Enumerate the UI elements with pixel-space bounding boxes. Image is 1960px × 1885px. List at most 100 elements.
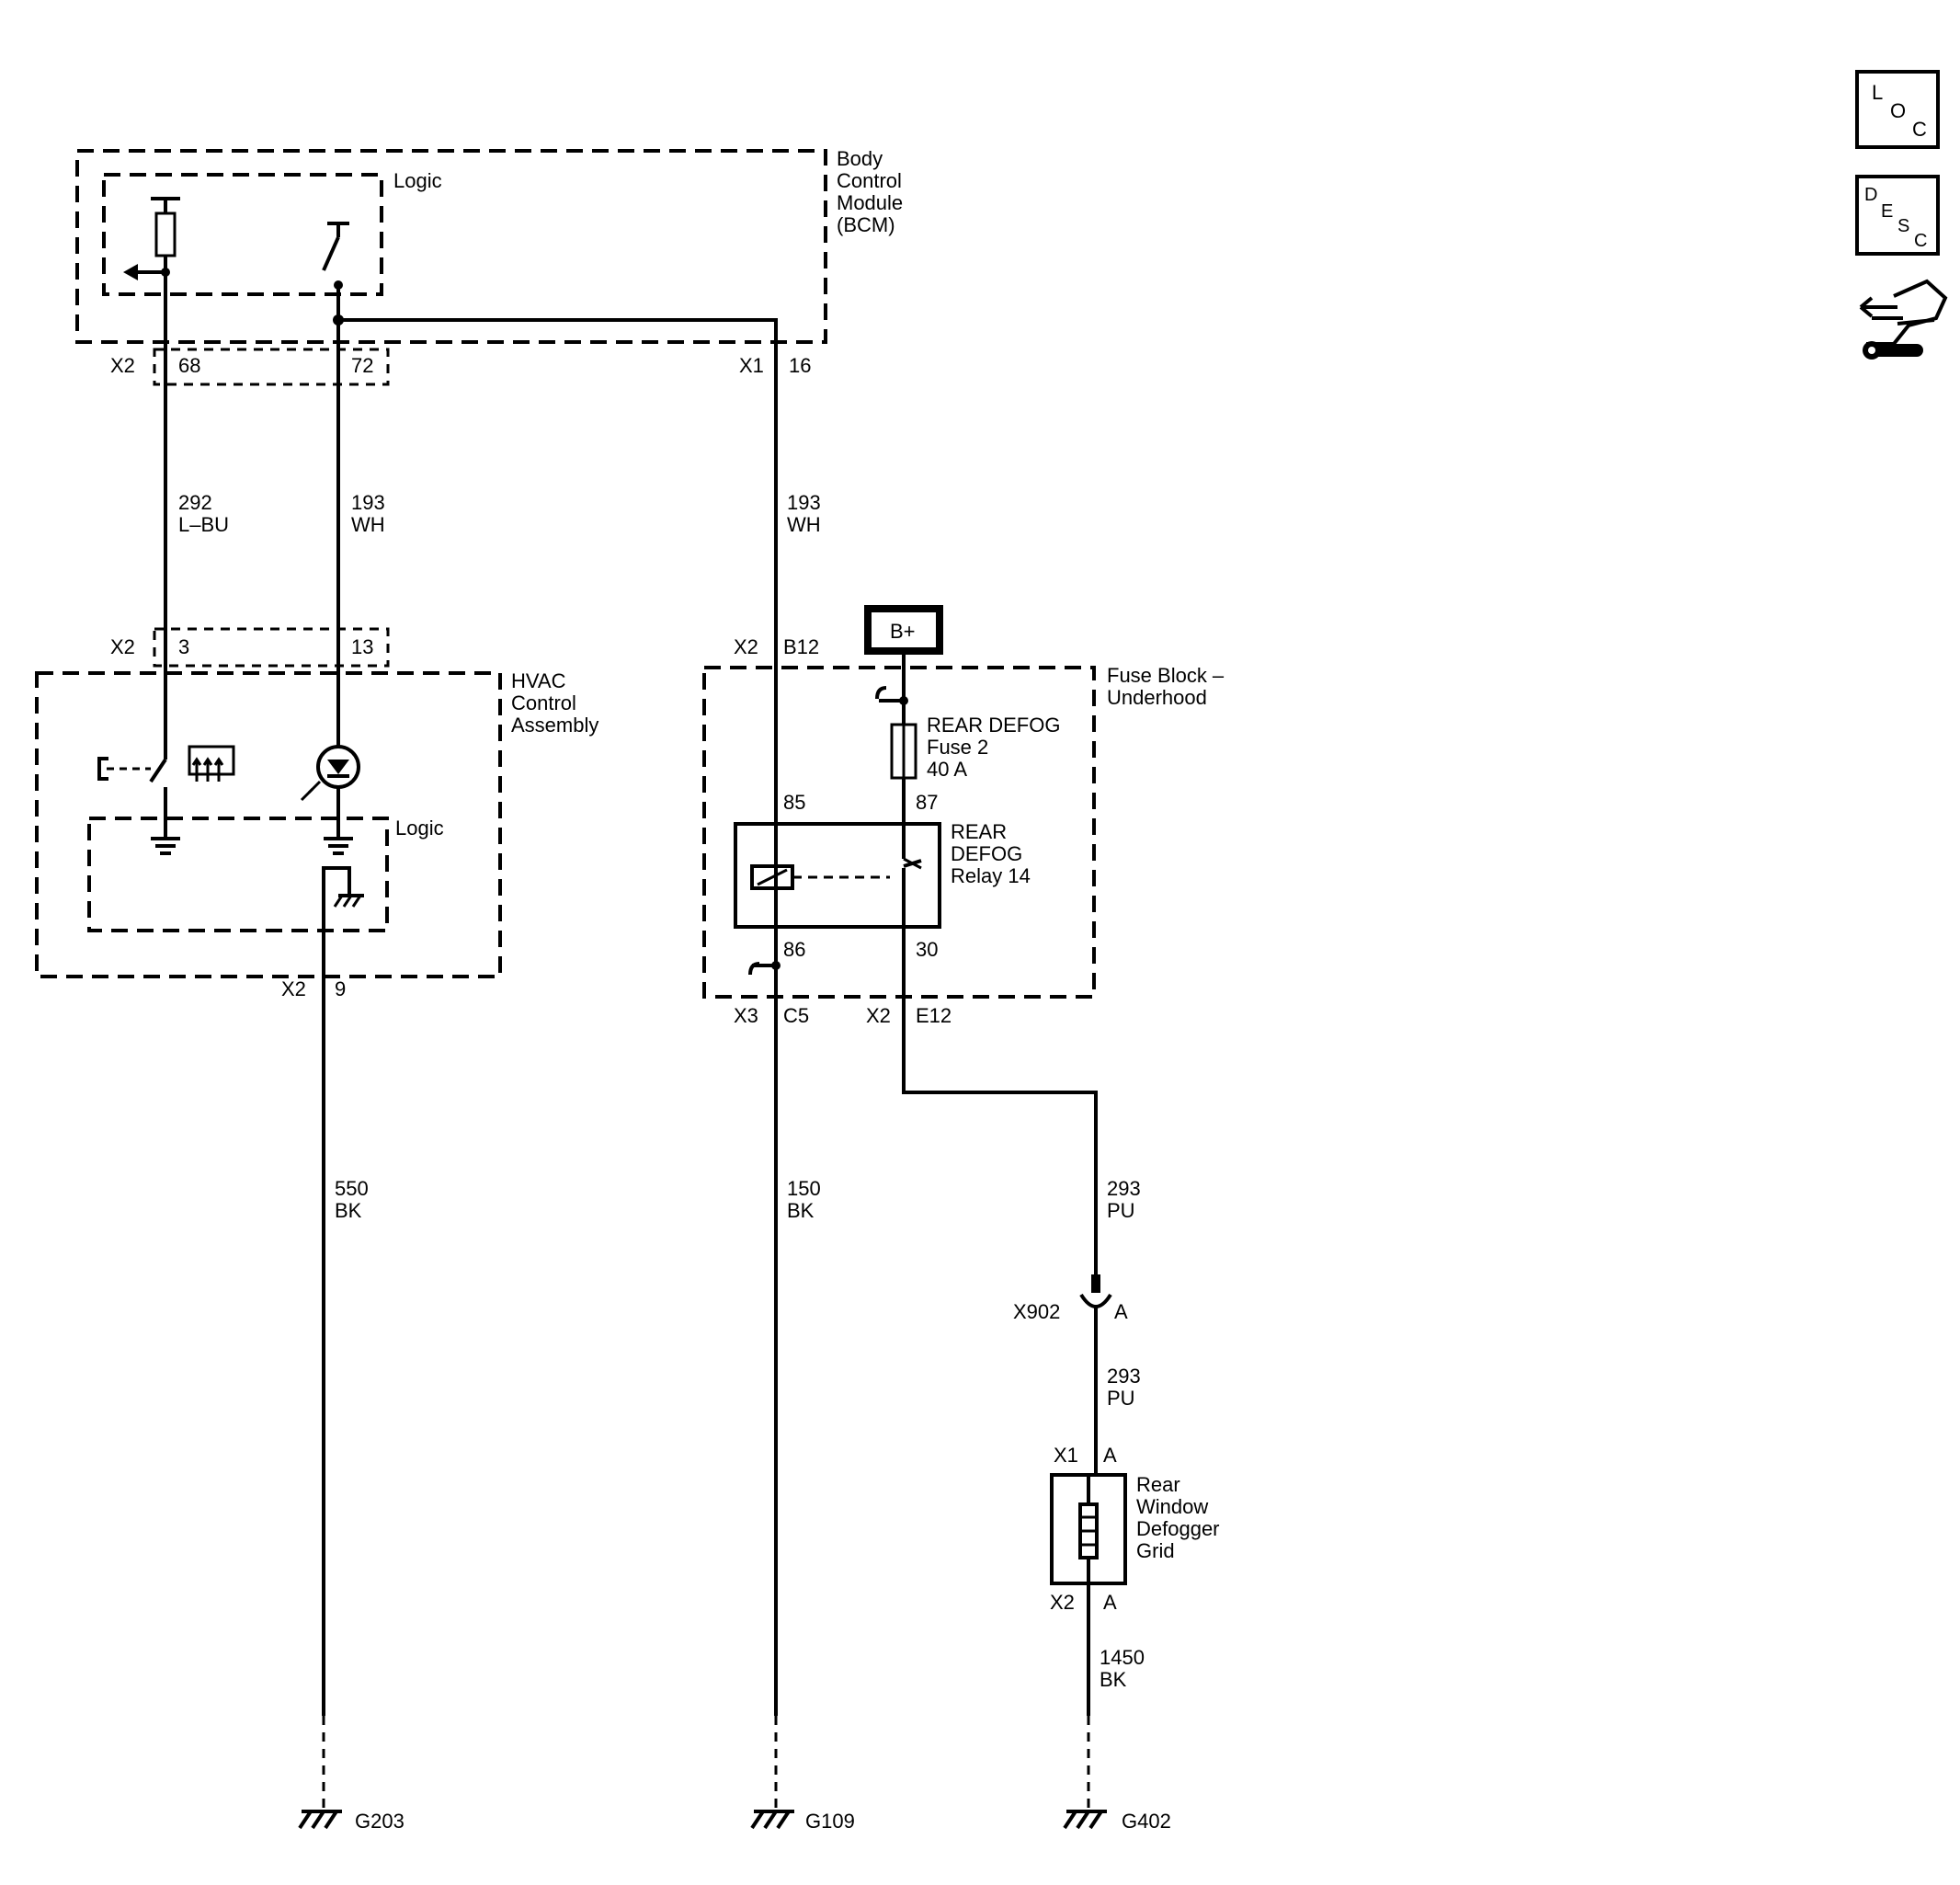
ground-g402[interactable]: G402 — [1063, 1810, 1171, 1833]
relay-pin-86: 86 — [783, 938, 805, 961]
fuse-block-connector-x2-bottom: X2 — [866, 1004, 891, 1027]
fuse-name: REAR DEFOG — [927, 714, 1060, 737]
svg-text:E: E — [1881, 201, 1893, 222]
description-view-icon[interactable]: D E S C — [1855, 175, 1940, 256]
fuse-block-connector-x3: X3 — [734, 1004, 758, 1027]
wire-292-color: L–BU — [178, 513, 229, 536]
svg-text:Assembly: Assembly — [511, 714, 598, 737]
fuse-block-underhood[interactable]: Fuse Block – Underhood B+ X2 B12 REAR DE… — [702, 605, 1225, 1027]
wire-1450-number: 1450 — [1100, 1646, 1145, 1669]
x902-pin-a: A — [1114, 1300, 1128, 1323]
svg-text:L: L — [1872, 81, 1883, 104]
wire-193-hvac[interactable]: 193 WH — [336, 285, 385, 747]
svg-text:C: C — [1912, 118, 1927, 141]
svg-text:B+: B+ — [890, 620, 916, 643]
wire-550[interactable]: 550 BK — [322, 977, 369, 1808]
rear-defrost-symbol-icon — [188, 745, 235, 782]
bcm-pin-72: 72 — [351, 354, 373, 377]
relay-pin-85: 85 — [783, 791, 805, 814]
svg-text:Fuse Block –: Fuse Block – — [1107, 664, 1225, 687]
wire-193-hvac-color: WH — [351, 513, 385, 536]
output-driver-icon — [123, 197, 180, 280]
svg-text:HVAC: HVAC — [511, 669, 566, 692]
input-switch-icon — [322, 222, 349, 290]
relay-number: Relay 14 — [951, 864, 1031, 887]
svg-text:Control: Control — [511, 691, 576, 714]
grid-name-label: Rear Window Defogger Grid — [1136, 1473, 1220, 1562]
fuse-block-name-label: Fuse Block – Underhood — [1107, 664, 1225, 709]
fuse-block-pin-b12: B12 — [783, 635, 819, 658]
svg-text:Body: Body — [837, 147, 883, 170]
svg-text:Grid: Grid — [1136, 1539, 1175, 1562]
x902-connector-name: X902 — [1013, 1300, 1060, 1323]
wire-293-upper-color: PU — [1107, 1199, 1135, 1222]
bcm-pin-68: 68 — [178, 354, 200, 377]
battery-positive-terminal: B+ — [864, 605, 943, 655]
wire-150[interactable]: 150 BK — [774, 864, 821, 1808]
fuse-block-pin-c5: C5 — [783, 1004, 809, 1027]
wire-193-relay[interactable]: 193 WH — [333, 314, 821, 864]
hvac-name-label: HVAC Control Assembly — [511, 669, 598, 737]
svg-text:Underhood: Underhood — [1107, 686, 1207, 709]
svg-text:D: D — [1864, 185, 1877, 205]
fuse-block-connector-x2: X2 — [734, 635, 758, 658]
ground-g402-label: G402 — [1122, 1810, 1171, 1833]
ground-g203-label: G203 — [355, 1810, 405, 1833]
hvac-control-assembly[interactable]: X2 3 13 HVAC Control Assembly Logic — [35, 627, 598, 1000]
grid-pin-x1-a: A — [1103, 1444, 1117, 1467]
hvac-logic-label: Logic — [395, 817, 444, 840]
svg-text:(BCM): (BCM) — [837, 213, 895, 236]
ground-g203[interactable]: G203 — [298, 1810, 405, 1833]
hvac-pin-9: 9 — [335, 977, 346, 1000]
rear-window-defogger-grid[interactable]: X1 A Rear Window Defogger Grid X2 A — [1050, 1444, 1220, 1614]
bcm-pin-16: 16 — [789, 354, 811, 377]
ground-g109-label: G109 — [805, 1810, 855, 1833]
wire-292[interactable]: 292 L–BU — [164, 272, 229, 760]
rear-defog-fuse[interactable]: REAR DEFOG Fuse 2 40 A — [890, 701, 1060, 859]
fuse-block-pin-e12: E12 — [916, 1004, 952, 1027]
svg-text:Defogger: Defogger — [1136, 1517, 1220, 1540]
hvac-connector-x2: X2 — [110, 635, 135, 658]
svg-text:C: C — [1914, 231, 1927, 251]
grid-connector-x1: X1 — [1054, 1444, 1078, 1467]
wire-1450-color: BK — [1100, 1668, 1127, 1691]
hvac-pin-3: 3 — [178, 635, 189, 658]
ground-symbol-icon — [1063, 1810, 1107, 1830]
connector-end-view-icon[interactable] — [1859, 279, 1948, 360]
indicator-led-icon — [300, 745, 360, 855]
fuse-number: Fuse 2 — [927, 736, 988, 759]
grid-pin-x2-a: A — [1103, 1591, 1117, 1614]
wire-293-upper-number: 293 — [1107, 1177, 1141, 1200]
rear-defog-switch-icon — [97, 757, 180, 855]
svg-text:Module: Module — [837, 191, 903, 214]
location-view-icon[interactable]: L O C — [1855, 70, 1940, 149]
wire-1450[interactable]: 1450 BK — [1087, 1583, 1145, 1808]
relay-name-line2: DEFOG — [951, 842, 1022, 865]
relay-pin-30: 30 — [916, 938, 938, 961]
bcm-name-label: Body Control Module (BCM) — [837, 147, 903, 236]
wire-150-number: 150 — [787, 1177, 821, 1200]
body-control-module[interactable]: Body Control Module (BCM) Logic X2 68 72 — [75, 147, 903, 386]
relay-pin-87: 87 — [916, 791, 938, 814]
svg-text:O: O — [1890, 99, 1906, 122]
heating-element-icon — [1078, 1475, 1099, 1583]
inline-connector-x902[interactable]: X902 A — [1013, 1274, 1128, 1323]
wire-293-upper[interactable]: 293 PU — [902, 999, 1141, 1280]
svg-text:Control: Control — [837, 169, 902, 192]
ground-symbol-icon — [750, 1810, 794, 1830]
bcm-connector-x2: X2 — [110, 354, 135, 377]
chassis-ground-icon — [322, 866, 364, 993]
wire-193-relay-color: WH — [787, 513, 821, 536]
bcm-logic-label: Logic — [393, 169, 442, 192]
wire-292-number: 292 — [178, 491, 212, 514]
rear-defog-relay[interactable]: 85 87 REAR DEFOG Relay 14 86 30 — [734, 791, 1031, 999]
ground-symbol-icon — [298, 1810, 342, 1830]
svg-text:Window: Window — [1136, 1495, 1208, 1518]
wire-293-lower[interactable]: 293 PU — [1094, 1308, 1141, 1475]
ground-g109[interactable]: G109 — [750, 1810, 855, 1833]
svg-text:Rear: Rear — [1136, 1473, 1180, 1496]
grid-connector-x2: X2 — [1050, 1591, 1075, 1614]
wire-293-lower-number: 293 — [1107, 1365, 1141, 1388]
wire-550-color: BK — [335, 1199, 362, 1222]
